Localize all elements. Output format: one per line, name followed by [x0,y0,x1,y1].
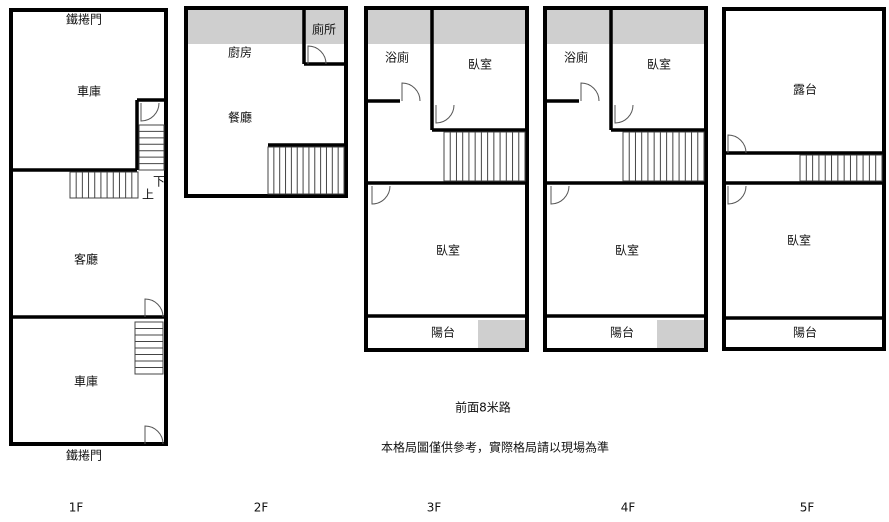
floor-1f-stair-middle [69,171,139,199]
floor-5f-stair [799,154,883,182]
floor-3f-balcony-shade [478,320,525,348]
floor-4f-balcony-shade [657,320,704,348]
floor-label-2f: 2F [254,501,269,515]
floor-4f-door-bedroom-back [550,185,570,205]
floor-1f-top-shutter-label: 鐵捲門 [66,12,102,27]
floor-3f-bedroom-front-label: 臥室 [468,57,492,72]
floor-2f-shaded-zone [188,10,346,44]
floor-4f-shaded-zone [547,10,704,44]
floor-label-5f: 5F [800,501,815,515]
floor-4f-door-bedroom-front [614,104,634,124]
floor-1f-door-stair [140,102,160,122]
floor-3f-stair-treads [449,132,520,181]
floor-5f-stair-treads [805,155,877,181]
disclaimer-note: 本格局圖僅供參考，實際格局請以現場為準 [381,440,609,455]
floor-1f-garage-back-label: 車庫 [74,375,98,389]
floor-label-1f: 1F [69,501,84,515]
floor-5f-outer-wall [722,7,886,351]
floor-1f-living-label: 客廳 [74,252,98,267]
floor-1f-stair-up-label: 上 [142,188,154,202]
floor-4f-bedroom-front-label: 臥室 [647,57,671,72]
floor-2f-door-toilet [307,45,327,65]
floor-2f-stair [267,146,345,195]
floor-3f-plan: 浴廁 臥室 臥室 陽台 [364,6,529,352]
floor-3f-outer-wall [364,6,529,352]
floor-1f-stair-middle-treads [75,172,133,198]
floor-2f-toilet-label: 廁所 [312,22,336,37]
floor-1f-stair-upper-treads [139,130,164,165]
floor-5f-plan: 露台 臥室 陽台 [722,7,886,351]
floor-1f-outer-wall [9,8,168,446]
floor-3f-door-bedroom-back [371,185,391,205]
floor-4f-door-bath [580,82,600,102]
floor-3f-stair [443,131,526,182]
floor-1f-stair-lower-treads [135,328,163,368]
floor-2f-plan: 廚房 廁所 餐廳 [184,6,348,198]
floor-3f-door-bath [401,82,421,102]
floor-2f-kitchen-label: 廚房 [228,45,252,60]
road-note: 前面8米路 [455,400,511,415]
floor-1f-stair-down-label: 下 [153,175,165,189]
floor-3f-bedroom-back-label: 臥室 [436,243,460,258]
floor-2f-dining-label: 餐廳 [228,110,252,125]
floor-label-4f: 4F [621,501,636,515]
floor-1f-stair-upper [138,124,165,171]
floor-label-3f: 3F [427,501,442,515]
floor-3f-shaded-zone [368,10,525,44]
floor-4f-stair-treads [628,132,699,181]
floor-1f-door-rear [144,425,164,445]
floor-1f-door-living [144,298,164,318]
floor-1f-garage-front-label: 車庫 [77,85,101,99]
floor-5f-bedroom-label: 臥室 [787,233,811,248]
floor-4f-bath-label: 浴廁 [564,50,588,65]
floor-3f-bath-label: 浴廁 [385,50,409,65]
floor-2f-stair-treads [273,147,339,194]
floor-4f-stair [622,131,705,182]
floor-2f-outer-wall [184,6,348,198]
floor-5f-terrace-label: 露台 [793,82,817,97]
floor-1f-bottom-shutter-label: 鐵捲門 [66,448,102,463]
floor-5f-door-bedroom [727,185,747,205]
floor-3f-door-bedroom-front [435,104,455,124]
floor-5f-door-terrace [727,134,747,154]
floor-4f-plan: 浴廁 臥室 臥室 陽台 [543,6,708,352]
floor-3f-balcony-label: 陽台 [431,325,455,340]
floor-5f-balcony-label: 陽台 [793,325,817,340]
floor-4f-balcony-label: 陽台 [610,325,634,340]
floor-4f-outer-wall [543,6,708,352]
floor-4f-bedroom-back-label: 臥室 [615,243,639,258]
floor-1f-plan: 鐵捲門 車庫 客廳 車庫 鐵捲門 上 下 [9,8,168,463]
